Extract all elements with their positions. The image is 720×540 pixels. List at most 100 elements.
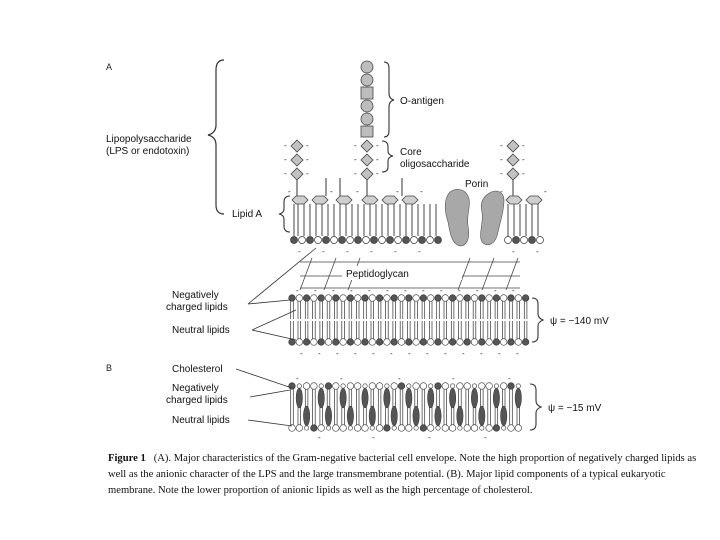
cholesterol-head (471, 383, 477, 389)
panel-b-label: B (106, 363, 112, 373)
neutral-lipid-head (427, 338, 435, 346)
neutral-lipid-head (332, 424, 340, 432)
neutral-lipid-head (354, 338, 362, 346)
charged-lipid-head (376, 338, 384, 346)
charged-lipid-head (419, 294, 428, 302)
negative-charge-mark: - (458, 286, 461, 295)
svg-text:-: - (500, 141, 503, 150)
negative-charge-mark: - (354, 349, 357, 358)
neutral-lipid-head (376, 424, 384, 432)
lipid-a-brace (278, 195, 291, 233)
svg-text:-: - (500, 155, 503, 164)
negative-charge-mark: - (300, 349, 303, 358)
charged-lipid-head (507, 338, 515, 346)
charged-lipid-head (397, 382, 406, 390)
charged-lipid-head (332, 294, 340, 302)
negative-charge-mark: - (314, 286, 317, 295)
cholesterol-molecule (405, 387, 413, 409)
charged-lipid-head (361, 294, 369, 302)
cholesterol-molecule (346, 405, 354, 427)
neutral-lipid-head (354, 294, 362, 302)
neutral-lipid-head (463, 424, 471, 432)
neutral-lipid-head (397, 424, 406, 432)
charged-lipid-head (507, 294, 515, 302)
svg-text:-: - (376, 141, 379, 150)
core-label-line2: oligosaccharide (400, 159, 470, 170)
charged-lipid-head (390, 338, 398, 346)
neutral-lipid-head (456, 294, 464, 302)
svg-text:-: - (284, 169, 287, 178)
inner-membrane-a: -------------------------- (288, 286, 530, 358)
neutral-lipid-head (368, 382, 376, 390)
cholesterol-molecule (456, 405, 464, 427)
lipid-a-heads (291, 195, 543, 205)
negative-charge-mark: - (296, 286, 299, 295)
negative-charge-mark: - (404, 286, 407, 295)
svg-text:-: - (306, 169, 309, 178)
neg-lipids-b-line2: charged lipids (166, 395, 228, 406)
neutral-lipid-head (288, 424, 296, 432)
charged-lipid-head (419, 338, 428, 346)
cholesterol-head (493, 383, 499, 389)
neutral-lipid-head (500, 338, 508, 346)
neutral-lipid-head (376, 382, 384, 390)
charged-lipid-head (332, 338, 340, 346)
charged-lipid-head (317, 338, 325, 346)
lipid-a-charges: --- ---- (288, 187, 547, 196)
svg-text:-: - (306, 155, 309, 164)
figure-caption-label: Figure 1 (108, 453, 146, 464)
svg-text:-: - (298, 247, 301, 256)
negative-charge-mark: - (386, 286, 389, 295)
cholesterol-head (450, 383, 456, 389)
neutral-lipid-head (383, 294, 391, 302)
charged-lipid-head (434, 338, 442, 346)
charged-lipid-head (288, 382, 296, 390)
svg-text:-: - (376, 155, 379, 164)
cholesterol-molecule (317, 387, 325, 409)
figure-caption-text: (A). Major characteristics of the Gram-n… (108, 453, 697, 497)
charged-lipid-head (507, 382, 515, 390)
cholesterol-head (369, 425, 375, 431)
negative-charge-mark: - (332, 286, 335, 295)
core-brace (381, 140, 394, 173)
neg-lipids-a-line1: Negatively (172, 290, 219, 301)
neutral-lipid-head (463, 382, 471, 390)
charged-lipid-head (405, 338, 413, 346)
lps-label-line1: Lipopolysaccharide (106, 134, 192, 145)
charged-lipid-head (324, 382, 333, 390)
charged-lipid-head (492, 294, 501, 302)
cholesterol-molecule (295, 387, 303, 409)
panel-a-label: A (106, 62, 112, 72)
neutral-lipid-head (332, 382, 340, 390)
cholesterol-head (413, 425, 419, 431)
svg-text:-: - (544, 187, 547, 196)
cholesterol-head (501, 425, 507, 431)
charged-lipid-head (492, 338, 501, 346)
svg-text:-: - (354, 155, 357, 164)
svg-text:-: - (322, 247, 325, 256)
eukaryotic-membrane: --------- (288, 374, 522, 442)
neutral-lipid-head (427, 424, 435, 432)
negative-charge-mark: - (422, 286, 425, 295)
neg-lipids-a-line2: charged lipids (166, 302, 228, 313)
neutral-lipid-head (295, 338, 303, 346)
neutral-lipid-head (346, 382, 355, 390)
peptidoglycan-label: Peptidoglycan (346, 269, 409, 280)
negative-charge-mark: - (318, 433, 321, 442)
negative-charge-mark: - (462, 349, 465, 358)
negative-charge-mark: - (372, 349, 375, 358)
svg-text:-: - (396, 187, 399, 196)
o-antigen-brace (383, 61, 395, 138)
charged-lipid-head (405, 294, 413, 302)
neutral-lipid-head (383, 338, 391, 346)
cholesterol-molecule (471, 387, 478, 409)
negative-charge-mark: - (480, 349, 483, 358)
svg-text:-: - (376, 169, 379, 178)
neutral-lipid-head (500, 294, 508, 302)
neutral-lipid-head (485, 382, 493, 390)
svg-text:-: - (306, 141, 309, 150)
neutral-lipid-head (427, 294, 435, 302)
neutral-lipid-head (470, 294, 479, 302)
negative-charge-mark: - (390, 349, 393, 358)
